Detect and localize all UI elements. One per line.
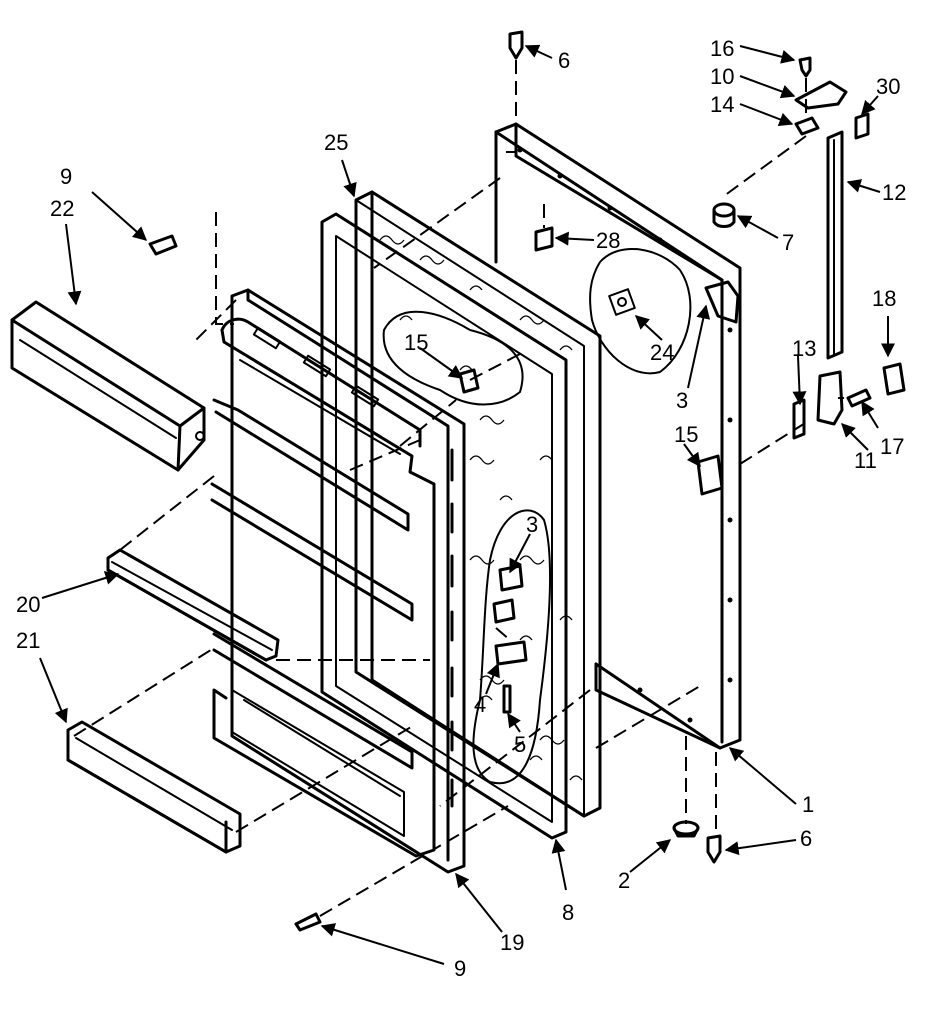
callout-labels: 6 16 10 14 30 12 7 28 24 3 15 13 18 11 1… xyxy=(16,36,906,981)
callout-5: 5 xyxy=(514,732,526,757)
callout-9-top: 9 xyxy=(60,164,72,189)
callout-9-bottom: 9 xyxy=(454,956,466,981)
bottom-rail-part-21 xyxy=(66,720,242,854)
callout-11: 11 xyxy=(854,448,877,473)
leader-arrows xyxy=(39,44,895,965)
callout-15-right: 15 xyxy=(674,422,698,447)
callout-22: 22 xyxy=(50,196,74,221)
callout-3-lower: 3 xyxy=(526,512,538,537)
callout-24: 24 xyxy=(650,340,674,365)
assembly-lines xyxy=(73,60,844,917)
callout-7: 7 xyxy=(782,230,794,255)
callout-21: 21 xyxy=(16,628,40,653)
callout-18: 18 xyxy=(872,286,896,311)
callout-17: 17 xyxy=(880,434,904,459)
callout-12: 12 xyxy=(882,180,906,205)
callout-16: 16 xyxy=(710,36,734,61)
inner-liner-part-19 xyxy=(210,288,466,874)
shelf-rail-part-20 xyxy=(106,548,280,662)
callout-30: 30 xyxy=(876,74,900,99)
small-parts xyxy=(148,30,906,932)
hinge-rod-part-12 xyxy=(826,130,844,360)
callout-15-left: 15 xyxy=(404,330,428,355)
callout-20: 20 xyxy=(16,592,40,617)
callout-8: 8 xyxy=(562,900,574,925)
callout-1: 1 xyxy=(802,792,814,817)
callout-13: 13 xyxy=(792,336,816,361)
callout-19: 19 xyxy=(500,930,524,955)
callout-2: 2 xyxy=(618,868,630,893)
cover-part-22 xyxy=(10,300,206,472)
callout-3-top: 3 xyxy=(676,388,688,413)
callout-6-bottom: 6 xyxy=(800,826,812,851)
callout-25: 25 xyxy=(324,130,348,155)
door-frame-part-1 xyxy=(494,122,742,750)
callout-28: 28 xyxy=(596,228,620,253)
callout-14: 14 xyxy=(710,92,734,117)
callout-4: 4 xyxy=(474,692,486,717)
gasket-part-8 xyxy=(320,212,568,840)
callout-6-top: 6 xyxy=(558,48,570,73)
callout-10: 10 xyxy=(710,64,734,89)
